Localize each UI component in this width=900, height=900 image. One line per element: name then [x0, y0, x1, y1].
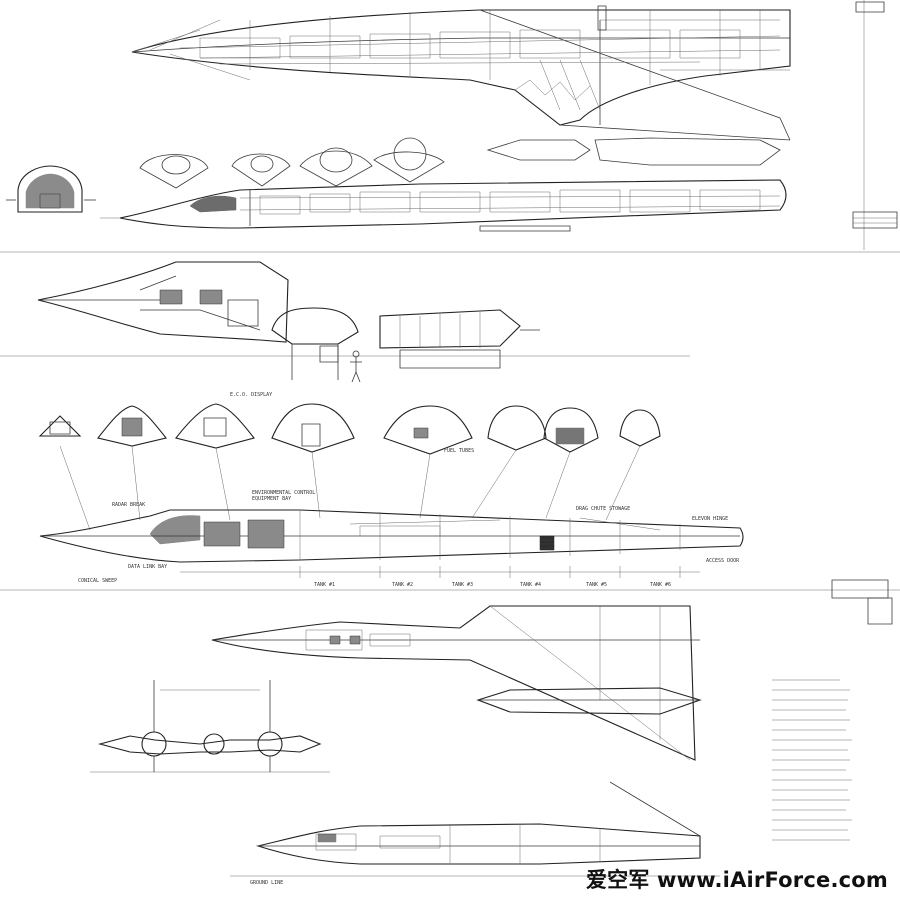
label-env-control: ENVIRONMENTAL CONTROL: [252, 490, 315, 496]
label-drag-chute: DRAG CHUTE STOWAGE: [576, 506, 630, 512]
lower-side-profile: [230, 782, 720, 876]
label-access-door: ACCESS DOOR: [706, 558, 740, 564]
label-tank-6: TANK #6: [650, 582, 671, 588]
label-eco-display: E.C.O. DISPLAY: [230, 392, 272, 398]
equipment-bay-detail: [380, 310, 540, 368]
upper-side-profile: [100, 180, 786, 231]
front-view: [90, 680, 330, 772]
label-elevon-hinge: ELEVON HINGE: [692, 516, 728, 522]
main-side-profile: [40, 510, 743, 578]
drawing-labels: E.C.O. DISPLAY FUEL TUBES ENVIRONMENTAL …: [78, 392, 740, 886]
label-tank-2: TANK #2: [392, 582, 413, 588]
inboard-plan-view: [132, 6, 790, 140]
site-watermark: 爱空军 www.iAirForce.com: [585, 868, 888, 892]
label-tank-3: TANK #3: [452, 582, 473, 588]
cross-section-row: [40, 404, 660, 454]
label-tank-5: TANK #5: [586, 582, 607, 588]
front-view-with-figure: [272, 308, 362, 382]
label-conical-sweep: CONICAL SWEEP: [78, 578, 117, 584]
label-radar-break: RADAR BREAK: [112, 502, 145, 508]
label-ground-line: GROUND LINE: [250, 880, 283, 886]
nose-plan-view: [38, 262, 288, 342]
label-tank-4: TANK #4: [520, 582, 541, 588]
title-block-top: [853, 2, 897, 228]
section-dividers: [0, 0, 900, 590]
fuselage-section-views-top: [140, 138, 780, 188]
lower-plan-view: [212, 606, 700, 760]
section-leader-lines: [60, 446, 640, 530]
spec-notes: [772, 580, 892, 840]
label-data-link: DATA LINK BAY: [128, 564, 167, 570]
label-fuel-tubes: FUEL TUBES: [444, 448, 474, 454]
cockpit-front-section: [6, 166, 96, 212]
label-equip-bay: EQUIPMENT BAY: [252, 496, 291, 502]
label-tank-1: TANK #1: [314, 582, 335, 588]
lower-nacelle-view: [478, 688, 700, 714]
